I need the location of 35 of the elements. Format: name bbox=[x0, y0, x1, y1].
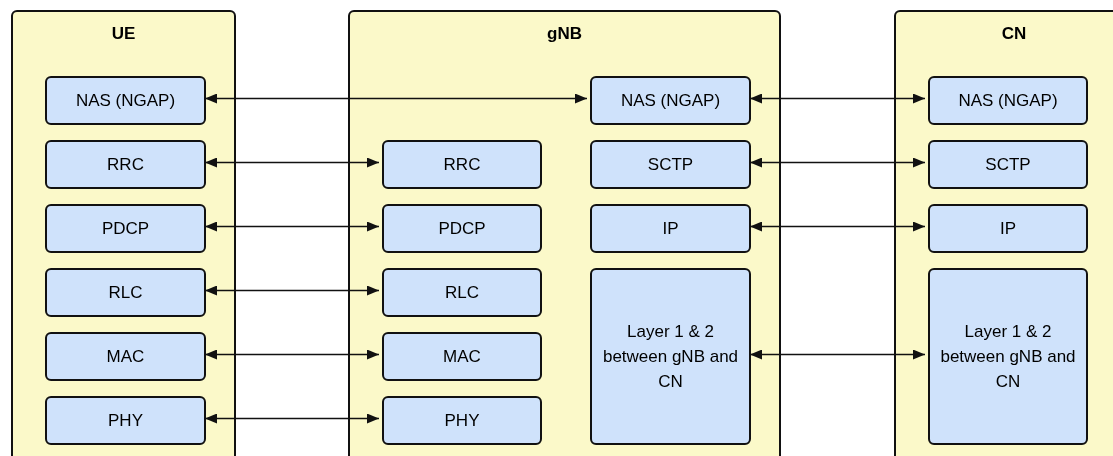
container-panel bbox=[11, 10, 236, 456]
panel-title: UE bbox=[110, 23, 137, 45]
double-arrow bbox=[204, 221, 380, 232]
double-arrow bbox=[749, 93, 926, 104]
layer-box: NAS (NGAP) bbox=[45, 76, 206, 125]
layer-box: Layer 1 & 2 between gNB and CN bbox=[590, 268, 751, 445]
layer-box: Layer 1 & 2 between gNB and CN bbox=[928, 268, 1088, 445]
layer-box: RRC bbox=[45, 140, 206, 189]
double-arrow bbox=[204, 349, 380, 360]
container-panel bbox=[348, 10, 781, 456]
layer-box: RLC bbox=[45, 268, 206, 317]
double-arrow bbox=[204, 413, 380, 424]
layer-box: PDCP bbox=[382, 204, 542, 253]
layer-box: SCTP bbox=[590, 140, 751, 189]
panel-title: gNB bbox=[546, 23, 583, 45]
layer-box: RLC bbox=[382, 268, 542, 317]
double-arrow bbox=[204, 285, 380, 296]
layer-box: MAC bbox=[45, 332, 206, 381]
layer-box: PHY bbox=[382, 396, 542, 445]
layer-box: NAS (NGAP) bbox=[928, 76, 1088, 125]
double-arrow bbox=[204, 93, 588, 104]
layer-box: IP bbox=[928, 204, 1088, 253]
double-arrow bbox=[749, 157, 926, 168]
double-arrow bbox=[204, 157, 380, 168]
double-arrow bbox=[749, 349, 926, 360]
container-panel bbox=[894, 10, 1113, 456]
layer-box: IP bbox=[590, 204, 751, 253]
panel-title: CN bbox=[1000, 23, 1028, 45]
layer-box: PDCP bbox=[45, 204, 206, 253]
double-arrow bbox=[749, 221, 926, 232]
layer-box: MAC bbox=[382, 332, 542, 381]
layer-box: SCTP bbox=[928, 140, 1088, 189]
layer-box: RRC bbox=[382, 140, 542, 189]
layer-box: PHY bbox=[45, 396, 206, 445]
layer-box: NAS (NGAP) bbox=[590, 76, 751, 125]
